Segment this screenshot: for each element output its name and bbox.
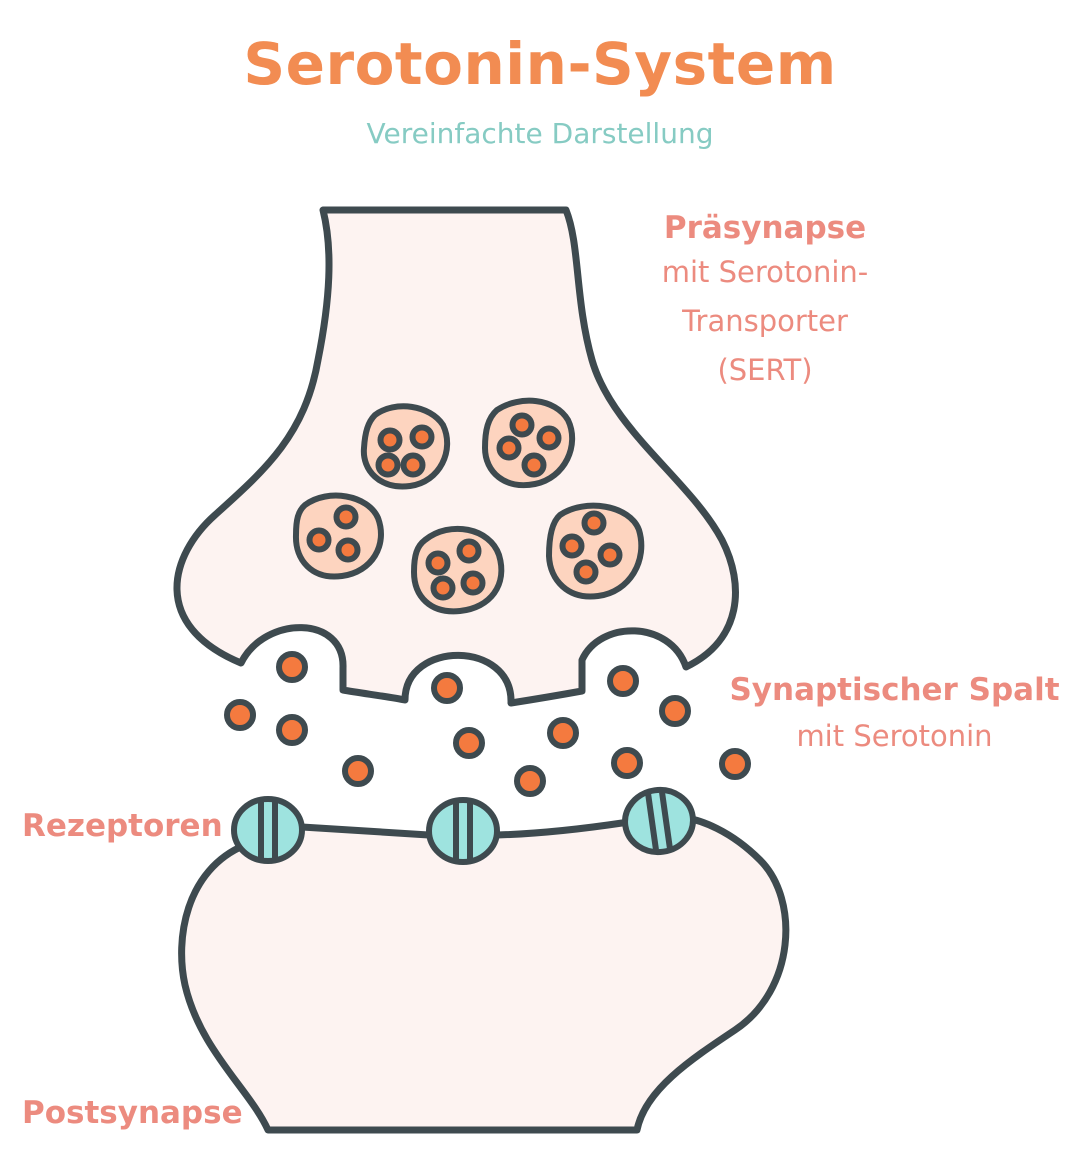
- diagram-title: Serotonin-System: [243, 30, 837, 98]
- serotonin-molecule: [611, 747, 643, 779]
- serotonin-molecule: [547, 717, 579, 749]
- serotonin-molecule: [306, 527, 332, 553]
- serotonin-molecule: [276, 714, 308, 746]
- vesicle: [292, 492, 384, 580]
- postsynapse-label: Postsynapse: [22, 1095, 243, 1131]
- serotonin-molecule: [456, 538, 482, 564]
- presynapse-line: mit Serotonin-: [661, 255, 869, 290]
- serotonin-in-cleft: [224, 651, 751, 797]
- postsynapse-body: [178, 814, 790, 1134]
- serotonin-molecule: [536, 425, 562, 451]
- serotonin-molecule: [335, 537, 361, 563]
- receptor: [231, 796, 305, 864]
- vesicle: [481, 397, 576, 489]
- synaptic-cleft-title: Synaptischer Spalt: [729, 672, 1060, 708]
- vesicle: [545, 502, 645, 600]
- serotonin-molecule: [425, 550, 451, 576]
- presynapse-line: (SERT): [717, 353, 813, 388]
- receptor: [622, 786, 696, 856]
- presynapse-line: Transporter: [682, 304, 848, 339]
- serotonin-molecule: [375, 452, 401, 478]
- receptor: [426, 797, 500, 865]
- serotonin-molecule: [453, 727, 485, 759]
- serotonin-molecule: [719, 748, 751, 780]
- serotonin-molecule: [377, 427, 403, 453]
- serotonin-molecule: [400, 452, 426, 478]
- presynapse-title: Präsynapse: [663, 210, 867, 246]
- receptors-label: Rezeptoren: [22, 808, 223, 844]
- serotonin-molecule: [607, 665, 639, 697]
- synaptic-cleft-label: Synaptischer Spalt mit Serotonin: [722, 672, 1067, 760]
- presynapse-label: Präsynapse mit Serotonin- Transporter (S…: [620, 208, 910, 395]
- vesicle: [410, 525, 505, 615]
- serotonin-molecule: [409, 424, 435, 450]
- serotonin-molecule: [581, 510, 607, 536]
- synaptic-cleft-line: mit Serotonin: [796, 719, 993, 753]
- serotonin-molecule: [659, 695, 691, 727]
- serotonin-molecule: [342, 755, 374, 787]
- serotonin-molecule: [460, 570, 486, 596]
- serotonin-molecule: [573, 559, 599, 585]
- vesicle: [360, 403, 451, 490]
- serotonin-molecule: [559, 533, 585, 559]
- serotonin-molecule: [496, 435, 522, 461]
- serotonin-molecule: [333, 504, 359, 530]
- serotonin-molecule: [509, 412, 535, 438]
- serotonin-molecule: [276, 651, 308, 683]
- serotonin-molecule: [521, 452, 547, 478]
- serotonin-molecule: [431, 672, 463, 704]
- diagram-subtitle: Vereinfachte Darstellung: [366, 117, 714, 150]
- serotonin-molecule: [224, 699, 256, 731]
- serotonin-molecule: [430, 575, 456, 601]
- serotonin-molecule: [597, 542, 623, 568]
- postsynapse-title: Postsynapse: [22, 1095, 243, 1131]
- serotonin-molecule: [514, 765, 546, 797]
- receptors-title: Rezeptoren: [22, 808, 223, 844]
